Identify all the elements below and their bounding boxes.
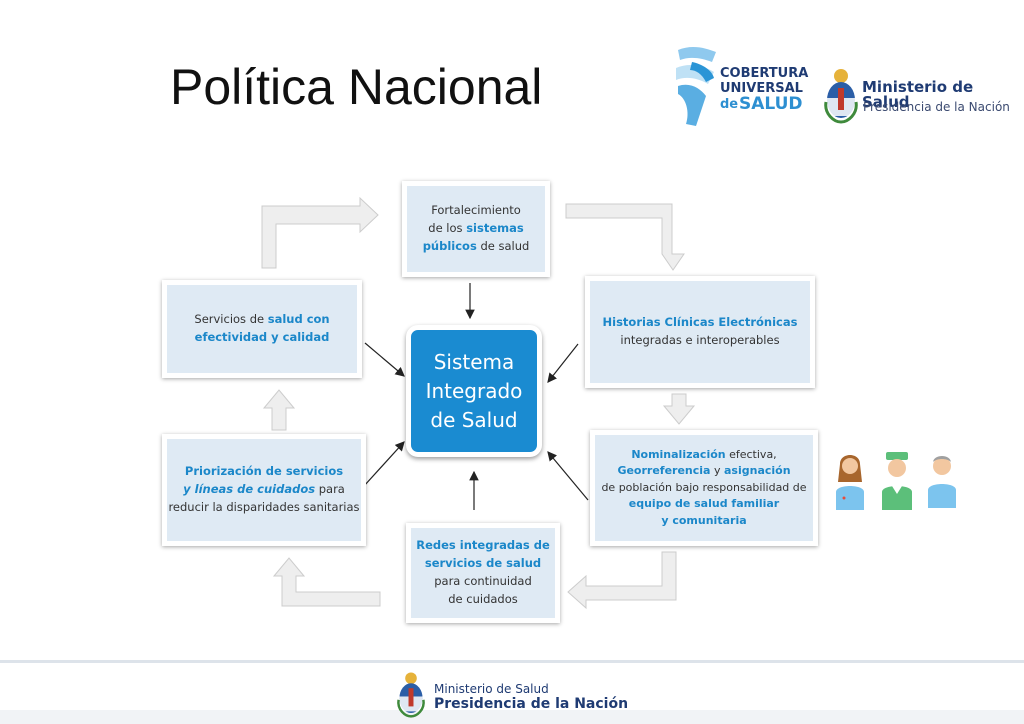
ministerio-logo-subtitle: Presidencia de la Nación	[863, 100, 1010, 114]
box-highlight: equipo de salud familiar	[628, 497, 780, 511]
footer-coat-of-arms-icon	[397, 672, 425, 718]
doctor-figure-icon	[928, 456, 956, 508]
center-line1: Sistema	[433, 349, 515, 374]
box-line: y líneas de cuidados para	[183, 481, 345, 499]
box-line: Fortalecimiento	[431, 202, 521, 220]
box-line: y comunitaria	[661, 513, 746, 530]
flow-arrow-right-down	[662, 393, 696, 425]
box-line: Nominalización efectiva,	[631, 447, 776, 464]
coat-of-arms-icon	[824, 69, 858, 124]
box-line: Priorización de servicios	[185, 463, 343, 481]
box-text: integradas e interoperables	[620, 333, 780, 347]
box-line: efectividad y calidad	[195, 329, 330, 347]
box-line: para continuidad	[434, 573, 532, 591]
flow-arrow-top-right	[565, 203, 685, 271]
page-title: Política Nacional	[170, 59, 543, 115]
box-text: para	[315, 482, 345, 497]
box-fortalecimiento: Fortalecimiento de los sistemas públicos…	[402, 181, 550, 277]
flow-arrow-bottom-left	[272, 557, 381, 607]
health-team-icon	[836, 452, 956, 510]
box-line: integradas e interoperables	[620, 332, 779, 350]
box-text: y	[710, 464, 724, 478]
box-line: Redes integradas de	[416, 537, 550, 555]
ministerio-logo-title: Ministerio de Salud	[862, 78, 974, 111]
cobertura-logo-line1: COBERTURA	[720, 66, 809, 81]
box-line: Servicios de salud con	[194, 311, 329, 329]
box-text: Servicios de	[194, 312, 268, 327]
box-highlight: Redes integradas de	[416, 538, 550, 553]
box-highlight: y comunitaria	[661, 513, 747, 527]
footer-ministerio-title: Ministerio de Salud	[434, 682, 549, 696]
flow-arrow-top-left	[261, 196, 379, 269]
box-line: Historias Clínicas Electrónicas	[603, 314, 798, 332]
woman-figure-icon	[836, 455, 864, 510]
box-servicios-calidad: Servicios de salud con efectividad y cal…	[162, 280, 362, 378]
box-line: de los sistemas	[428, 220, 523, 238]
center-box-sistema-integrado: Sistema Integrado de Salud	[406, 325, 542, 457]
flow-arrow-bottom-right	[567, 551, 677, 610]
box-line: reducir la disparidades sanitarias	[168, 499, 359, 517]
footer-band	[0, 710, 1024, 724]
cobertura-logo-line3-salud: SALUD	[739, 94, 803, 114]
box-priorizacion: Priorización de servicios y líneas de cu…	[162, 434, 366, 546]
box-highlight: Georreferencia	[617, 464, 711, 478]
box-line: equipo de salud familiar	[629, 496, 779, 513]
box-text: para continuidad	[434, 574, 532, 588]
link-lefttop-center	[364, 342, 405, 377]
footer-presidencia: Presidencia de la Nación	[434, 696, 629, 712]
link-rightbottom-center	[547, 451, 589, 501]
box-text: reducir la disparidades sanitarias	[168, 499, 360, 514]
box-text: efectiva,	[725, 447, 777, 461]
center-line3: de Salud	[430, 407, 518, 432]
box-text: Fortalecimiento	[431, 203, 521, 218]
box-highlight: asignación	[724, 464, 791, 478]
link-leftbottom-center	[363, 441, 405, 487]
box-line: públicos de salud	[423, 238, 530, 256]
box-text: de cuidados	[448, 591, 518, 606]
box-nominalizacion: Nominalización efectiva, Georreferencia …	[590, 430, 818, 546]
center-line2: Integrado	[425, 378, 523, 403]
footer-divider	[0, 660, 1024, 663]
flow-arrow-left-up	[262, 389, 296, 431]
nurse-figure-icon	[882, 452, 912, 510]
box-highlight: sistemas	[466, 221, 524, 236]
box-redes-integradas: Redes integradas de servicios de salud p…	[406, 523, 560, 623]
box-line: de población bajo responsabilidad de	[601, 480, 806, 497]
box-text: de población bajo responsabilidad de	[601, 480, 807, 494]
box-historias-clinicas: Historias Clínicas Electrónicas integrad…	[585, 276, 815, 388]
box-text: de los	[428, 221, 467, 236]
cobertura-logo-line2: UNIVERSAL	[720, 81, 803, 96]
box-highlight: efectividad y calidad	[194, 330, 330, 344]
box-line: servicios de salud	[425, 555, 541, 573]
box-line: de cuidados	[448, 591, 518, 609]
flag-ribbon-icon	[676, 46, 716, 126]
box-highlight: Priorización de servicios	[184, 464, 344, 479]
cobertura-logo-line3-de: de	[720, 97, 739, 112]
box-line: Georreferencia y asignación	[617, 463, 790, 480]
box-highlight: públicos	[422, 238, 477, 253]
box-text: de salud	[476, 238, 530, 253]
box-highlight: Nominalización	[631, 447, 726, 461]
box-highlight: servicios de salud	[424, 556, 542, 571]
box-highlight: y líneas de cuidados	[183, 482, 316, 497]
box-highlight: Historias Clínicas Electrónicas	[602, 315, 798, 330]
link-righttop-center	[547, 343, 579, 383]
box-highlight: salud con	[267, 312, 330, 327]
